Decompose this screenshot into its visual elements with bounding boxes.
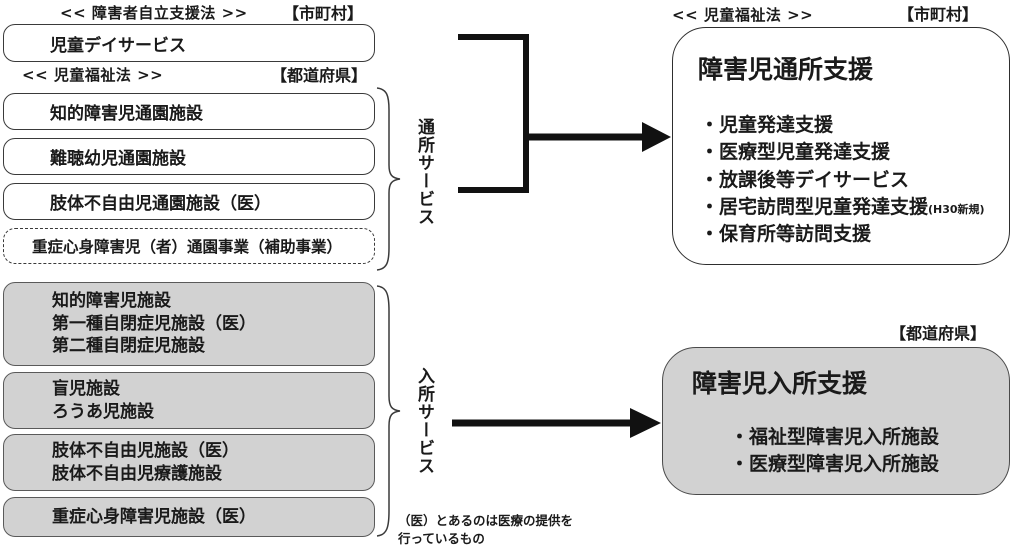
facility-line: 第一種自閉症児施設（医） — [52, 313, 256, 334]
panel-item: ・居宅訪問型児童発達支援(H30新規) — [700, 196, 985, 219]
connector-tsuusho-arrow — [458, 34, 671, 193]
facility-box-shitai-fujiyuu[interactable]: 肢体不自由児施設（医） 肢体不自由児療護施設 — [3, 434, 375, 491]
brace-nyuusho — [376, 285, 401, 537]
service-box-jidou-day[interactable]: 児童デイサービス — [3, 24, 375, 62]
panel-item-note: (H30新規) — [928, 203, 985, 217]
panel-items-nyuusho: ・福祉型障害児入所施設 ・医療型障害児入所施設 — [730, 424, 939, 479]
facility-box-juushou-shinshin[interactable]: 重症心身障害児施設（医） — [3, 497, 375, 537]
group-label-tsuusho-service: 通所サービス — [414, 118, 434, 226]
service-box-label: 知的障害児通園施設 — [50, 104, 203, 124]
panel-item: ・医療型児童発達支援 — [700, 141, 891, 164]
left-authority-label-2: 【都道府県】 — [271, 66, 368, 85]
panel-item: ・医療型障害児入所施設 — [730, 453, 940, 476]
service-box-nanchou-tsuuen[interactable]: 難聴幼児通園施設 — [3, 138, 375, 175]
panel-title-tsuusho: 障害児通所支援 — [698, 55, 874, 84]
panel-shougaiji-tsuusho-shien[interactable] — [672, 27, 1010, 265]
panel-item: ・児童発達支援 — [700, 114, 834, 136]
panel-item: ・保育所等訪問支援 — [700, 223, 872, 246]
service-box-label: 難聴幼児通園施設 — [50, 149, 186, 169]
panel-shougaiji-nyuusho-shien[interactable] — [662, 347, 1010, 495]
footnote-line: （医）とあるのは医療の提供を — [398, 513, 574, 528]
right-bottom-authority-label: 【都道府県】 — [890, 324, 987, 343]
right-top-authority-label: 【市町村】 — [898, 5, 979, 24]
service-box-label: 児童デイサービス — [50, 35, 186, 56]
facility-line: 肢体不自由児療護施設 — [52, 463, 222, 484]
left-law-label-1: << 障害者自立支援法 >> — [60, 4, 248, 22]
facility-line: 盲児施設 — [52, 379, 120, 400]
service-box-label: 肢体不自由児通園施設（医） — [50, 194, 271, 214]
service-box-shitai-tsuuen[interactable]: 肢体不自由児通園施設（医） — [3, 183, 375, 220]
facility-box-chiteki-jiheishou[interactable]: 知的障害児施設 第一種自閉症児施設（医） 第二種自閉症児施設 — [3, 282, 375, 366]
panel-item: ・福祉型障害児入所施設 — [730, 426, 940, 448]
left-authority-label-1: 【市町村】 — [283, 4, 364, 23]
facility-box-mouji-rouaji[interactable]: 盲児施設 ろうあ児施設 — [3, 372, 375, 429]
connector-nyuusho-arrow — [452, 408, 661, 438]
panel-title-nyuusho: 障害児入所支援 — [692, 369, 868, 398]
left-law-label-2: << 児童福祉法 >> — [22, 66, 164, 84]
footnote: （医）とあるのは医療の提供を 行っているもの — [398, 512, 573, 548]
group-label-nyuusho-service: 入所サービス — [414, 367, 434, 475]
service-box-chiteki-tsuuen[interactable]: 知的障害児通園施設 — [3, 93, 375, 130]
service-box-label: 重症心身障害児（者）通園事業（補助事業） — [32, 238, 343, 256]
brace-tsuusho — [376, 87, 401, 271]
footnote-line: 行っているもの — [398, 531, 485, 547]
service-box-juushou-tsuuen-jigyou[interactable]: 重症心身障害児（者）通園事業（補助事業） — [3, 228, 375, 264]
panel-items-tsuusho: ・児童発達支援 ・医療型児童発達支援 ・放課後等デイサービス ・居宅訪問型児童発… — [700, 112, 985, 249]
facility-line: ろうあ児施設 — [52, 401, 154, 422]
facility-line: 重症心身障害児施設（医） — [52, 506, 256, 527]
right-top-law-label: << 児童福祉法 >> — [672, 6, 814, 24]
panel-item: ・放課後等デイサービス — [700, 168, 910, 191]
facility-line: 第二種自閉症児施設 — [52, 336, 205, 357]
facility-line: 知的障害児施設 — [52, 291, 171, 312]
facility-line: 肢体不自由児施設（医） — [52, 441, 239, 462]
